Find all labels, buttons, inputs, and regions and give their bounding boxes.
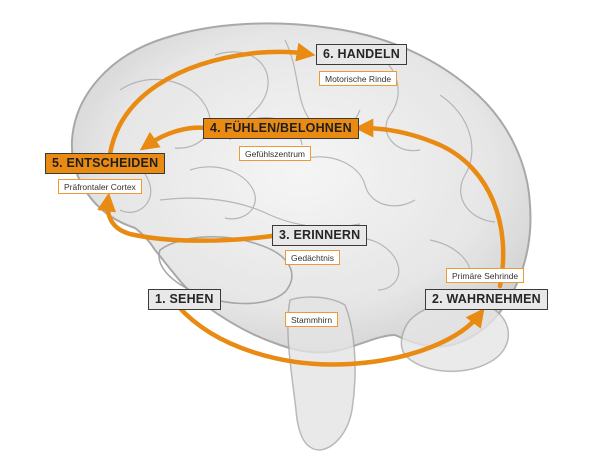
- arrow-sehen-to-wahrnehmen: [175, 303, 485, 367]
- arrow-wahrnehmen-to-fuehlen: [354, 118, 506, 289]
- region-primaere-sehrinde: Primäre Sehrinde: [446, 268, 525, 283]
- step-erinnern: 3. ERINNERN: [272, 225, 368, 246]
- brain-gyri: [94, 39, 496, 291]
- step-wahrnehmen: 2. WAHRNEHMEN: [425, 289, 548, 310]
- temporal-lobe-outline: [158, 236, 293, 305]
- region-gefuehlszentrum: Gefühlszentrum: [239, 146, 311, 161]
- arrow-entscheiden-to-handeln: [107, 42, 316, 157]
- region-stammhirn: Stammhirn: [285, 312, 339, 327]
- arrow-fuehlen-to-entscheiden: [139, 125, 209, 151]
- cerebrum-outline: [70, 22, 532, 354]
- process-arrows: [97, 42, 506, 367]
- step-fuehlen-belohnen: 4. FÜHLEN/BELOHNEN: [203, 118, 359, 139]
- region-motorische-rinde: Motorische Rinde: [319, 71, 398, 86]
- step-entscheiden: 5. ENTSCHEIDEN: [45, 153, 166, 174]
- step-sehen: 1. SEHEN: [148, 289, 221, 310]
- region-gedaechtnis: Gedächtnis: [285, 250, 340, 265]
- region-praefrontaler-cortex: Präfrontaler Cortex: [58, 179, 142, 194]
- step-handeln: 6. HANDELN: [316, 44, 408, 65]
- arrow-erinnern-to-entscheiden: [97, 192, 275, 243]
- brainstem-outline: [287, 296, 356, 451]
- brain-silhouette: [70, 22, 532, 451]
